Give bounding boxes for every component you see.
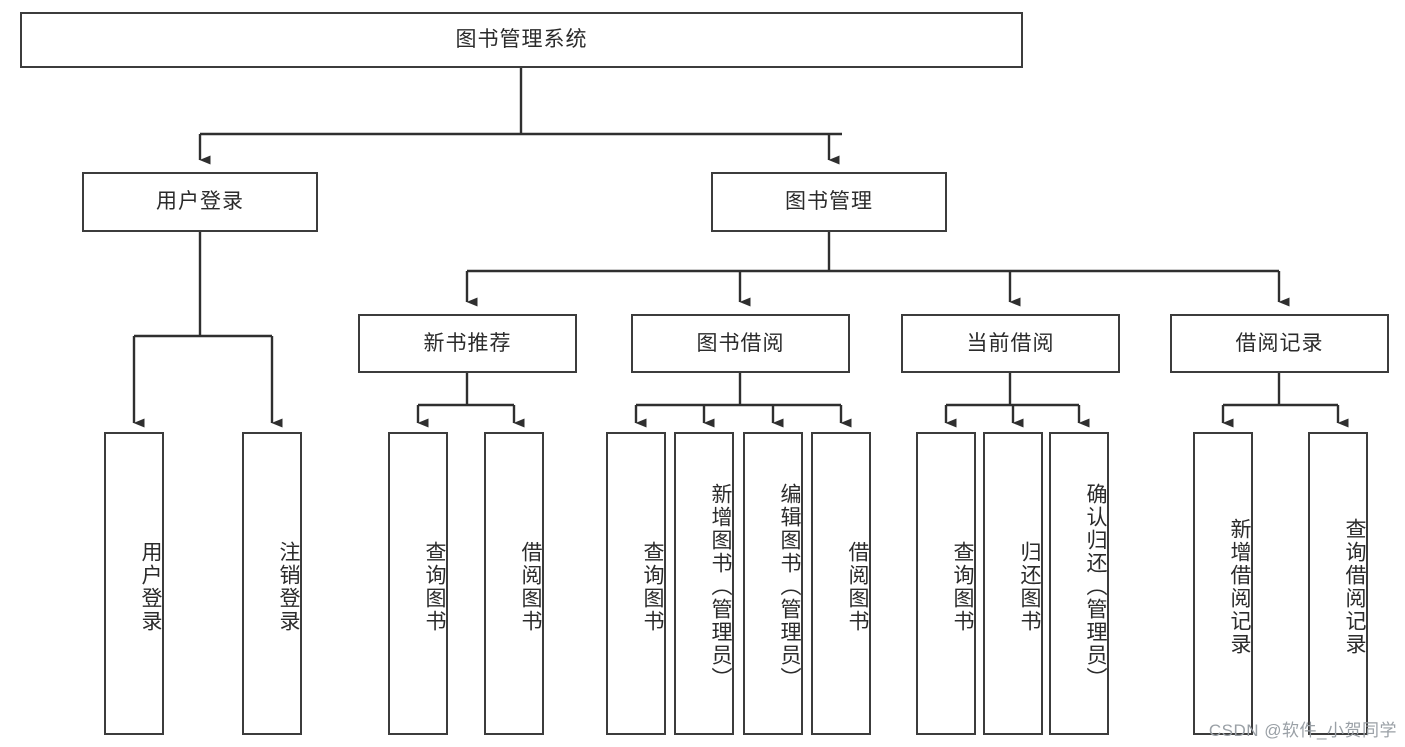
node-leaf-edit-book[interactable]: 编辑图书（管理员） <box>743 432 803 735</box>
node-label: 新增借阅记录 <box>1228 517 1251 656</box>
node-label: 用户登录 <box>139 540 162 633</box>
node-label: 查询图书 <box>423 540 446 633</box>
node-label: 图书管理系统 <box>455 28 588 52</box>
node-leaf-user-logout[interactable]: 注销登录 <box>242 432 302 735</box>
node-leaf-borrow-book-1[interactable]: 借阅图书 <box>484 432 544 735</box>
node-label: 借阅记录 <box>1235 331 1324 355</box>
node-leaf-borrow-book-2[interactable]: 借阅图书 <box>811 432 871 735</box>
node-label: 借阅图书 <box>846 540 869 633</box>
node-label: 确认归还（管理员） <box>1084 483 1107 690</box>
node-book-borrow[interactable]: 图书借阅 <box>631 314 850 373</box>
node-leaf-add-book[interactable]: 新增图书（管理员） <box>674 432 734 735</box>
node-leaf-return-book[interactable]: 归还图书 <box>983 432 1043 735</box>
node-root-system[interactable]: 图书管理系统 <box>20 12 1023 68</box>
node-label: 新增图书（管理员） <box>709 483 732 690</box>
node-new-book-recommend[interactable]: 新书推荐 <box>358 314 577 373</box>
node-book-manage[interactable]: 图书管理 <box>711 172 947 232</box>
node-label: 当前借阅 <box>966 331 1055 355</box>
node-label: 编辑图书（管理员） <box>778 483 801 690</box>
node-label: 借阅图书 <box>519 540 542 633</box>
node-borrow-record[interactable]: 借阅记录 <box>1170 314 1389 373</box>
node-label: 查询图书 <box>641 540 664 633</box>
node-label: 图书管理 <box>785 190 873 214</box>
node-leaf-add-record[interactable]: 新增借阅记录 <box>1193 432 1253 735</box>
node-label: 归还图书 <box>1018 540 1041 633</box>
node-label: 图书借阅 <box>696 331 785 355</box>
node-leaf-query-book-1[interactable]: 查询图书 <box>388 432 448 735</box>
node-label: 注销登录 <box>277 540 300 633</box>
node-label: 查询图书 <box>951 540 974 633</box>
node-current-borrow[interactable]: 当前借阅 <box>901 314 1120 373</box>
node-leaf-query-record[interactable]: 查询借阅记录 <box>1308 432 1368 735</box>
node-leaf-confirm-return[interactable]: 确认归还（管理员） <box>1049 432 1109 735</box>
node-user-login[interactable]: 用户登录 <box>82 172 318 232</box>
node-leaf-query-book-2[interactable]: 查询图书 <box>606 432 666 735</box>
node-label: 用户登录 <box>156 190 244 214</box>
node-label: 新书推荐 <box>423 331 512 355</box>
node-leaf-query-book-3[interactable]: 查询图书 <box>916 432 976 735</box>
node-leaf-user-login[interactable]: 用户登录 <box>104 432 164 735</box>
node-label: 查询借阅记录 <box>1343 517 1366 656</box>
